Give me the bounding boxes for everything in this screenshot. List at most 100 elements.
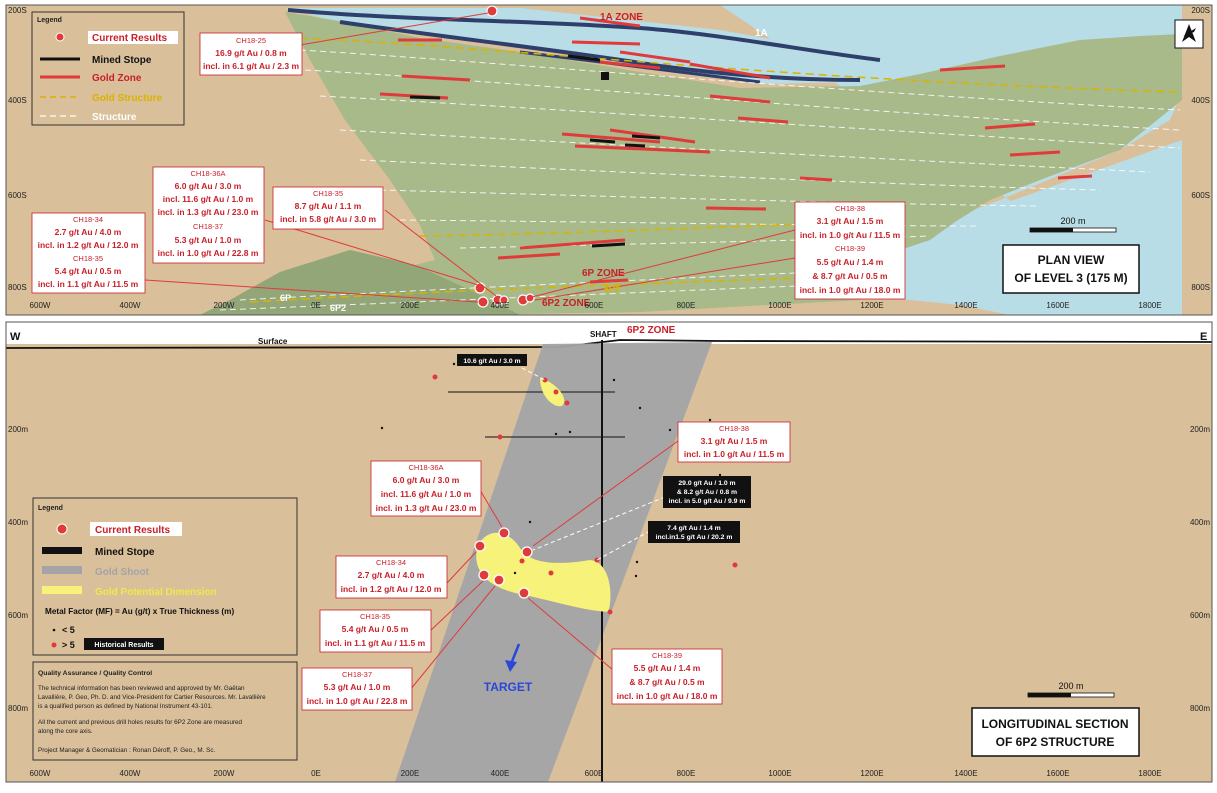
- svg-text:incl. in 5.8 g/t Au / 3.0 m: incl. in 5.8 g/t Au / 3.0 m: [280, 214, 376, 224]
- svg-text:5.4 g/t Au / 0.5 m: 5.4 g/t Au / 0.5 m: [342, 624, 409, 634]
- svg-text:600E: 600E: [585, 301, 604, 310]
- legend-yellow-bar-icon: [42, 586, 82, 594]
- svg-text:incl. in 1.1 g/t Au / 11.5 m: incl. in 1.1 g/t Au / 11.5 m: [38, 279, 139, 289]
- svg-text:incl. in 1.0 g/t Au / 18.0 m: incl. in 1.0 g/t Au / 18.0 m: [617, 691, 718, 701]
- svg-text:CH18-37: CH18-37: [193, 222, 223, 231]
- svg-text:incl.in1.5 g/t Au / 20.2 m: incl.in1.5 g/t Au / 20.2 m: [656, 534, 733, 541]
- gold-potential-upper: [540, 378, 565, 407]
- svg-text:400W: 400W: [120, 301, 141, 310]
- plan-drill-holes: [474, 5, 535, 308]
- section-legend-mf-low: < 5: [62, 625, 75, 635]
- plan-mined-stopes: [409, 54, 661, 248]
- qa-qc-box: Quality Assurance / Quality Control The …: [32, 661, 298, 761]
- historical-label-3: 7.4 g/t Au / 1.4 m incl.in1.5 g/t Au / 2…: [648, 521, 740, 543]
- section-historical-low: [380, 362, 732, 578]
- plan-callout-ch18-35: CH18-35 8.7 g/t Au / 1.1 m incl. in 5.8 …: [272, 186, 384, 230]
- svg-text:1600E: 1600E: [1046, 769, 1069, 778]
- svg-text:1200E: 1200E: [860, 769, 883, 778]
- svg-text:200m: 200m: [8, 425, 28, 434]
- surface-line: [5, 339, 1213, 349]
- target-label: TARGET: [484, 680, 533, 694]
- section-legend: Legend Current Results Mined Stope Gold …: [32, 497, 298, 656]
- svg-text:incl. in 6.1 g/t Au / 2.3 m: incl. in 6.1 g/t Au / 2.3 m: [203, 61, 299, 71]
- svg-text:1600E: 1600E: [1046, 301, 1069, 310]
- svg-text:7.4 g/t Au / 1.4 m: 7.4 g/t Au / 1.4 m: [667, 525, 720, 532]
- svg-text:CH18-39: CH18-39: [835, 244, 865, 253]
- svg-text:CH18-39: CH18-39: [652, 651, 682, 660]
- plan-title-box: PLAN VIEW OF LEVEL 3 (175 M): [1002, 244, 1140, 294]
- svg-text:incl. in 1.3 g/t Au / 23.0 m: incl. in 1.3 g/t Au / 23.0 m: [158, 207, 259, 217]
- section-callout-ch18-34: CH18-34 2.7 g/t Au / 4.0 m incl. in 1.2 …: [335, 555, 448, 599]
- svg-text:CH18-36A: CH18-36A: [190, 169, 225, 178]
- svg-text:200E: 200E: [401, 769, 420, 778]
- svg-text:200S: 200S: [8, 6, 27, 15]
- svg-text:200W: 200W: [214, 769, 235, 778]
- qa-title: Quality Assurance / Quality Control: [38, 670, 152, 677]
- svg-text:CH18-36A: CH18-36A: [408, 463, 443, 472]
- section-callout-ch18-37: CH18-37 5.3 g/t Au / 1.0 m incl. in 1.0 …: [301, 667, 413, 711]
- svg-text:1400E: 1400E: [954, 301, 977, 310]
- svg-text:CH18-34: CH18-34: [376, 558, 406, 567]
- section-legend-mf-title: Metal Factor (MF) = Au (g/t) x True Thic…: [45, 607, 234, 616]
- plan-gold-label-6p2: 6P2: [604, 284, 620, 294]
- legend-black-bar-icon: [42, 547, 82, 554]
- section-zone-label: 6P2 ZONE: [627, 325, 676, 336]
- plan-legend-current: Current Results: [92, 33, 167, 44]
- svg-text:600m: 600m: [8, 611, 28, 620]
- svg-text:incl. 11.6 g/t Au / 1.0 m: incl. 11.6 g/t Au / 1.0 m: [163, 194, 254, 204]
- section-legend-stope: Mined Stope: [95, 547, 155, 558]
- svg-text:800m: 800m: [8, 704, 28, 713]
- plan-shoreline-1: [287, 8, 881, 62]
- svg-text:CH18-35: CH18-35: [73, 254, 103, 263]
- svg-text:CH18-38: CH18-38: [719, 424, 749, 433]
- svg-text:0E: 0E: [311, 769, 321, 778]
- section-callout-ch18-36a: CH18-36A 6.0 g/t Au / 3.0 m incl. 11.6 g…: [370, 460, 482, 517]
- section-drill-holes: [474, 527, 533, 599]
- plan-structures: [219, 49, 1181, 311]
- qa-para2-line1: All the current and previous drill holes…: [38, 719, 243, 726]
- section-frame: [5, 321, 1213, 783]
- section-title-line1: LONGITUDINAL SECTION: [981, 717, 1128, 731]
- section-legend-gold-shoot: Gold Shoot: [95, 567, 150, 578]
- svg-text:800E: 800E: [677, 769, 696, 778]
- svg-text:6.0 g/t Au / 3.0 m: 6.0 g/t Au / 3.0 m: [393, 475, 460, 485]
- svg-text:400E: 400E: [491, 769, 510, 778]
- svg-text:800E: 800E: [677, 301, 696, 310]
- svg-text:600W: 600W: [30, 301, 51, 310]
- plan-gold-structures: [249, 37, 1181, 303]
- historical-label-1: 10.6 g/t Au / 3.0 m: [457, 354, 527, 366]
- plan-legend-structure: Structure: [92, 112, 137, 123]
- qa-para1-line3: is a qualified person as defined by Nati…: [38, 703, 213, 710]
- plan-shoreline-2: [339, 20, 861, 82]
- section-legend-gold-potential: Gold Potential Dimension: [95, 587, 217, 598]
- plan-y-axis-right: 200S 400S 600S 800S: [1191, 6, 1210, 292]
- svg-text:CH18-35: CH18-35: [360, 612, 390, 621]
- plan-view-frame: [5, 4, 1213, 316]
- svg-text:5.4 g/t Au / 0.5 m: 5.4 g/t Au / 0.5 m: [55, 266, 122, 276]
- plan-callout-ch18-25: CH18-25 16.9 g/t Au / 0.8 m incl. in 6.1…: [199, 32, 303, 76]
- svg-text:400m: 400m: [1190, 518, 1210, 527]
- svg-text:incl. in 1.3 g/t Au / 23.0 m: incl. in 1.3 g/t Au / 23.0 m: [376, 503, 477, 513]
- section-title-box: LONGITUDINAL SECTION OF 6P2 STRUCTURE: [971, 707, 1140, 757]
- section-y-axis-right: 200m 400m 600m 800m: [1190, 425, 1210, 713]
- section-callout-ch18-38: CH18-38 3.1 g/t Au / 1.5 m incl. in 1.0 …: [677, 421, 791, 463]
- plan-callout-ch18-38-39: CH18-38 3.1 g/t Au / 1.5 m incl. in 1.0 …: [794, 201, 906, 300]
- qa-credit: Project Manager & Geomatician : Ronan Dé…: [38, 747, 215, 754]
- section-title-line2: OF 6P2 STRUCTURE: [996, 735, 1115, 749]
- plan-structure-label-6p: 6P: [280, 293, 291, 303]
- plan-gold-zones: [379, 16, 1093, 284]
- plan-legend-title: Legend: [37, 17, 62, 24]
- section-legend-mf-high: > 5: [62, 640, 75, 650]
- svg-text:CH18-38: CH18-38: [835, 204, 865, 213]
- historical-label-2: 29.0 g/t Au / 1.0 m & 8.2 g/t Au / 0.8 m…: [663, 476, 751, 508]
- svg-text:incl. in 1.0 g/t Au / 22.8 m: incl. in 1.0 g/t Au / 22.8 m: [307, 696, 408, 706]
- svg-text:16.9 g/t Au / 0.8 m: 16.9 g/t Au / 0.8 m: [215, 48, 287, 58]
- plan-legend-gold-structure: Gold Structure: [92, 93, 162, 104]
- svg-text:incl. in 1.2 g/t Au / 12.0 m: incl. in 1.2 g/t Au / 12.0 m: [341, 584, 442, 594]
- plan-zone-label-1a: 1A ZONE: [600, 12, 643, 23]
- plan-callout-ch18-36a-37: CH18-36A 6.0 g/t Au / 3.0 m incl. 11.6 g…: [152, 166, 265, 264]
- svg-text:5.5 g/t Au / 1.4 m: 5.5 g/t Au / 1.4 m: [634, 663, 701, 673]
- north-arrow-icon: [1174, 19, 1204, 49]
- svg-text:600W: 600W: [30, 769, 51, 778]
